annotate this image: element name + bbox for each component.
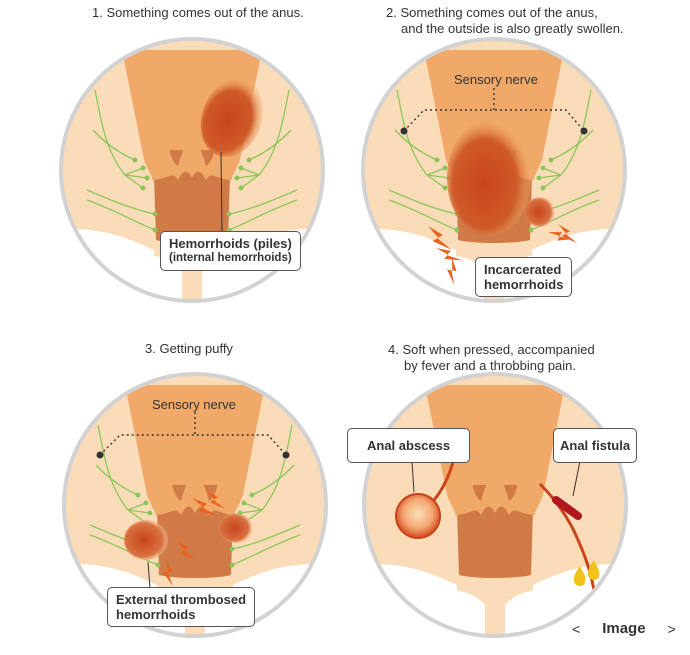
panel-3-diagram: Sensory nerve — [62, 372, 328, 638]
nerve-label-3: Sensory nerve — [152, 397, 236, 412]
nerve-label-2: Sensory nerve — [454, 72, 538, 87]
caption-1: 1. Something comes out of the anus. — [92, 5, 304, 21]
caption-4: 4. Soft when pressed, accompanied by fev… — [388, 342, 595, 374]
next-arrow-icon[interactable]: > — [667, 620, 676, 637]
prev-arrow-icon[interactable]: < — [572, 620, 581, 637]
callout-incarcerated-hemorrhoids: Incarcerated hemorrhoids — [475, 257, 573, 297]
panel-4-diagram — [362, 372, 628, 638]
caption-2-line-2: and the outside is also greatly swollen. — [401, 21, 624, 36]
caption-1-line-1: 1. Something comes out of the anus. — [92, 5, 304, 20]
callout-internal-hemorrhoids-subtitle: (internal hemorrhoids) — [169, 252, 292, 264]
callout-incarcerated-line-2: hemorrhoids — [484, 277, 564, 292]
caption-3: 3. Getting puffy — [145, 341, 233, 357]
callout-incarcerated-line-1: Incarcerated — [484, 262, 562, 277]
callout-anal-abscess-label: Anal abscess — [367, 438, 451, 453]
image-navigation: < Image > — [572, 620, 676, 637]
caption-4-line-2: by fever and a throbbing pain. — [404, 358, 577, 373]
panel-1-diagram — [59, 37, 325, 303]
caption-4-line-1: 4. Soft when pressed, accompanied — [388, 342, 595, 357]
callout-anal-abscess: Anal abscess — [347, 428, 471, 463]
nav-label: Image — [602, 620, 646, 637]
caption-2: 2. Something comes out of the anus, and … — [386, 5, 624, 37]
panel-2-diagram: Sensory nerve — [361, 37, 627, 303]
callout-anal-fistula-label: Anal fistula — [560, 438, 631, 453]
callout-internal-hemorrhoids: Hemorrhoids (piles) (internal hemorrhoid… — [160, 231, 301, 271]
callout-anal-fistula: Anal fistula — [553, 428, 638, 463]
callout-external-thrombosed: External thrombosed hemorrhoids — [107, 587, 256, 627]
callout-internal-hemorrhoids-title: Hemorrhoids (piles) — [169, 236, 292, 251]
caption-3-line-1: 3. Getting puffy — [145, 341, 233, 356]
callout-external-line-2: hemorrhoids — [116, 607, 196, 622]
caption-2-line-1: 2. Something comes out of the anus, — [386, 5, 598, 20]
callout-external-line-1: External thrombosed — [116, 592, 247, 607]
